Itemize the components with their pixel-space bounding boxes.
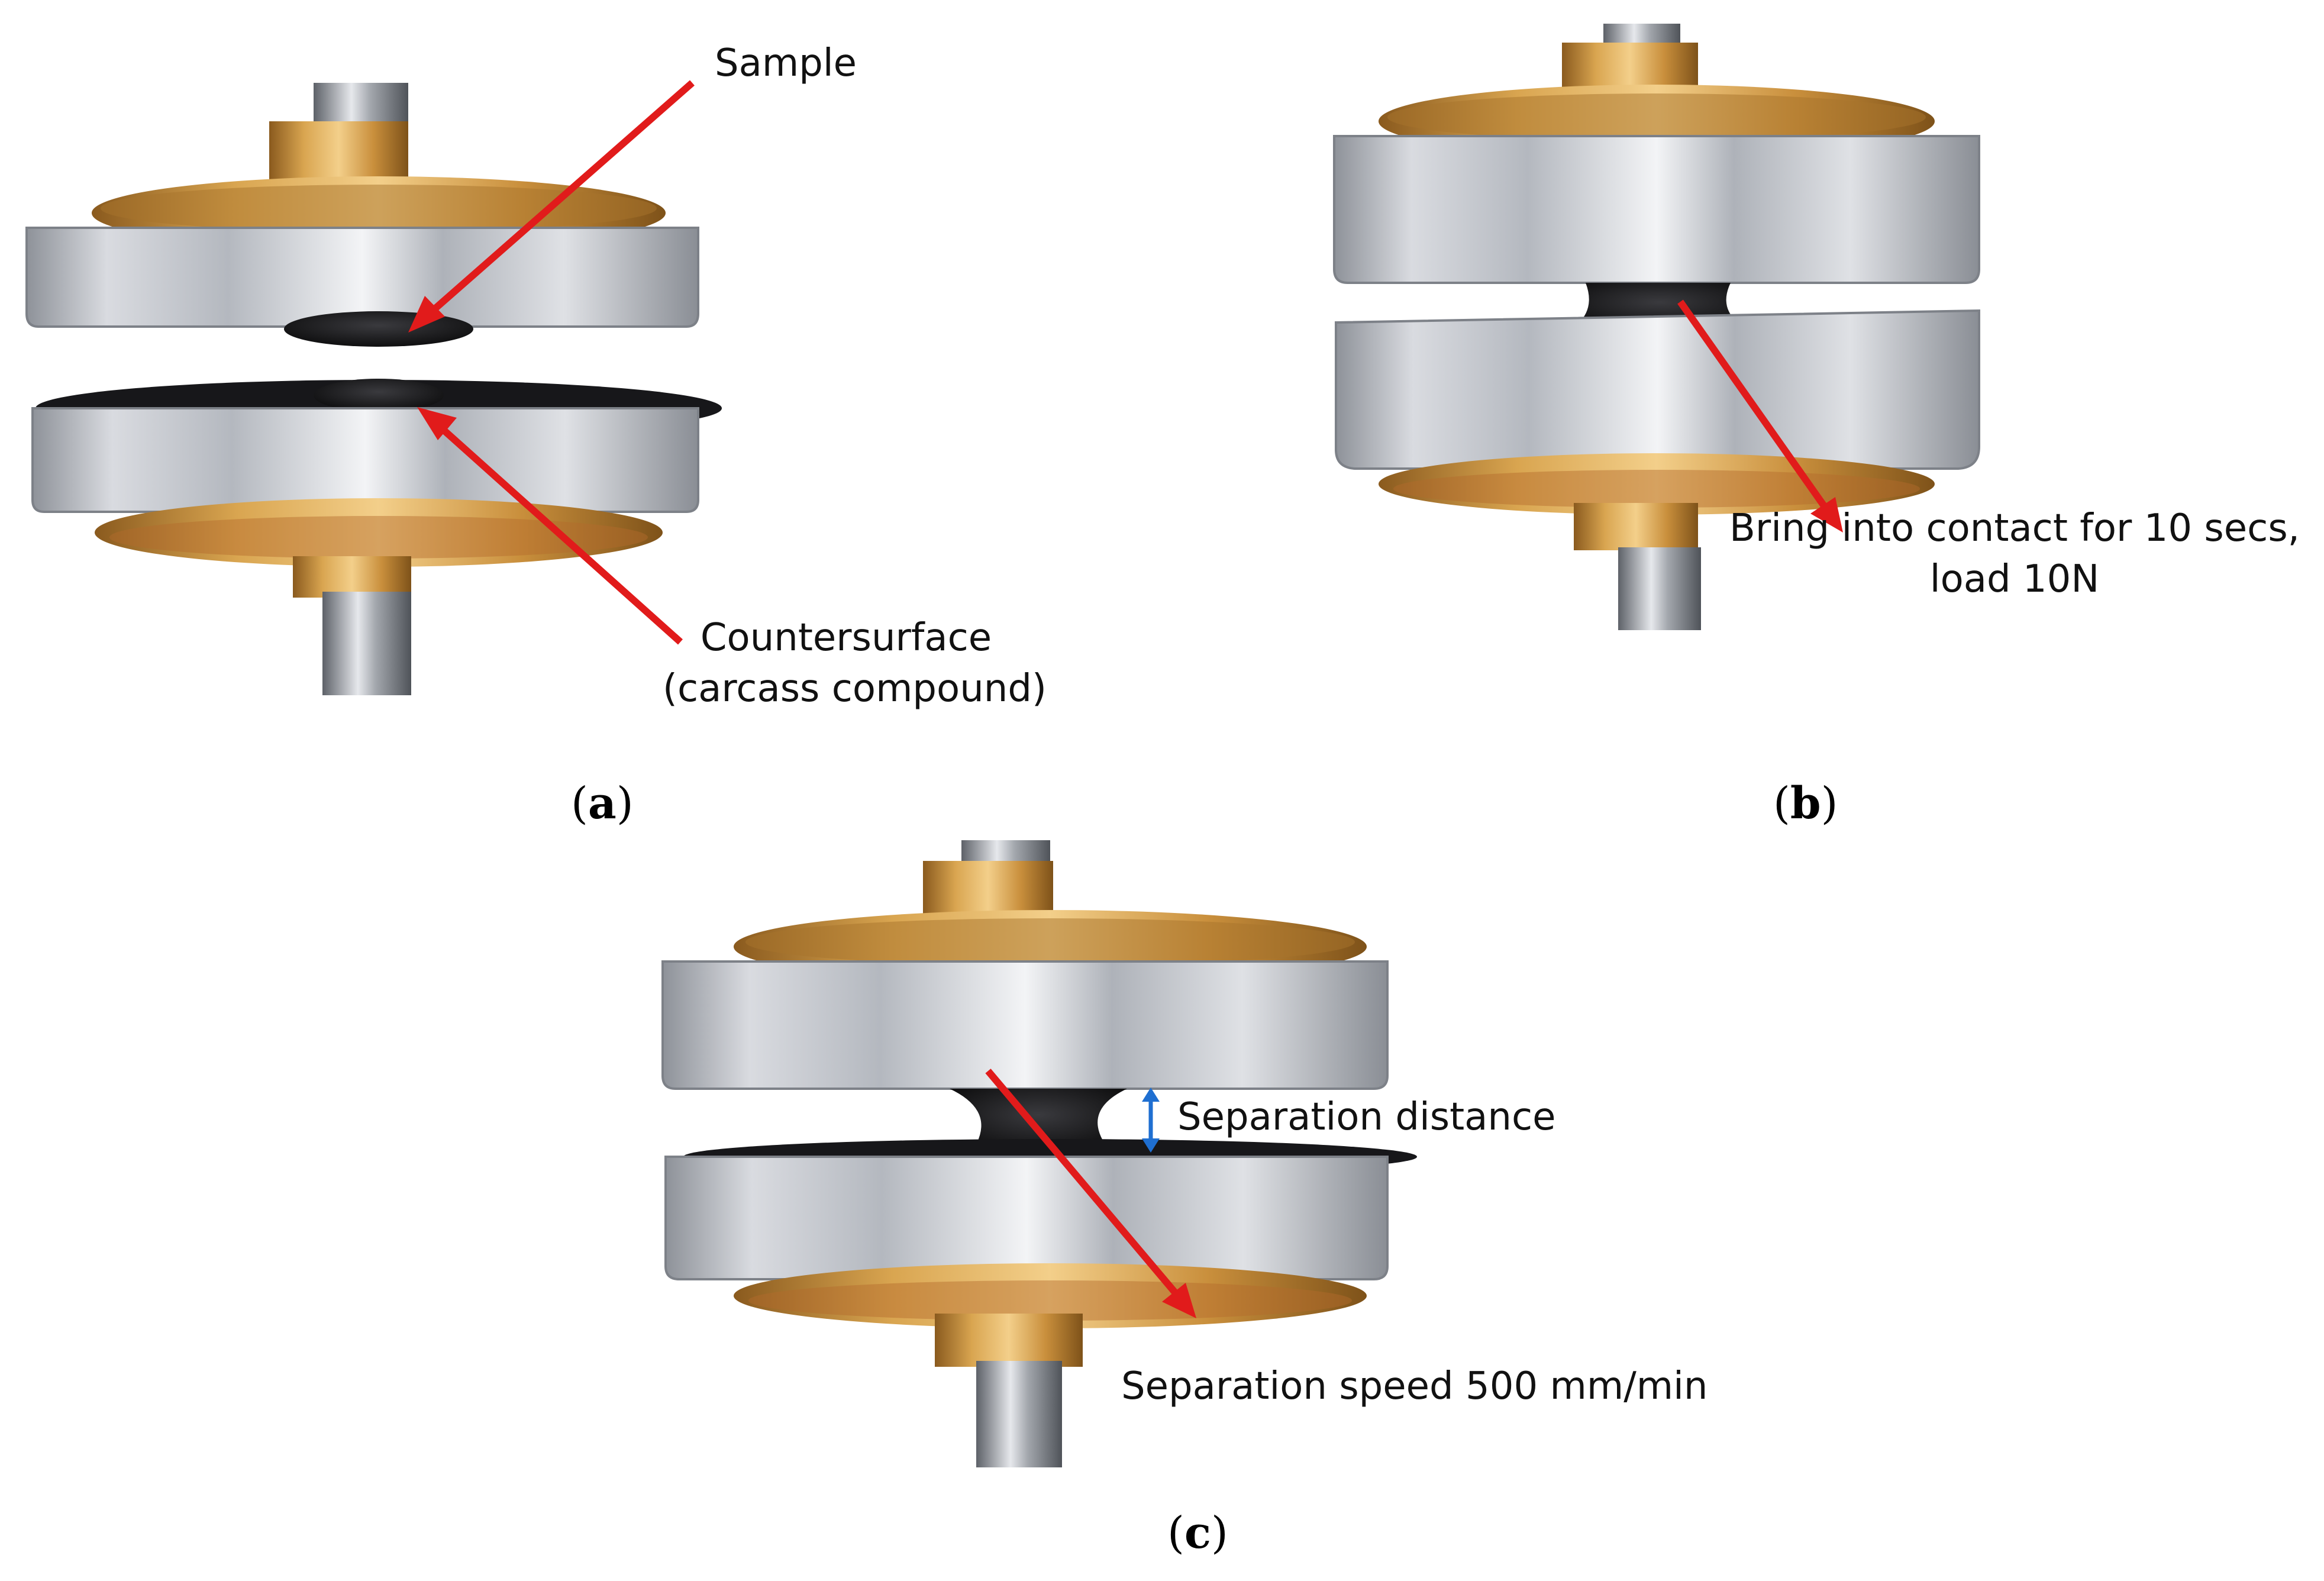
separation-distance-label: Separation distance [1177,1095,1556,1139]
separation-distance-arrow [1142,1088,1160,1153]
panel-a-photo [25,83,722,695]
sample-label: Sample [715,41,857,85]
panel-c-photo [661,840,1417,1467]
caption-a-letter: a [588,778,616,829]
caption-b-letter: b [1790,778,1821,829]
contact-label: Bring into contact for 10 secs, load 10N [1719,503,2310,605]
arrow-contact [1677,299,1843,533]
countersurface-line2: (carcass compound) [663,667,1047,711]
panel-b-photo [1333,24,1980,630]
contact-line2: load 10N [1929,557,2100,601]
arrow-sample [408,80,695,333]
separation-speed-label: Separation speed 500 mm/min [1121,1364,1708,1408]
caption-a: (a) [571,778,634,829]
arrow-countersurface [417,407,683,645]
caption-c: (c) [1167,1508,1228,1559]
countersurface-line1: Countersurface [700,616,992,660]
caption-c-letter: c [1184,1508,1211,1559]
arrow-separation-speed [985,1069,1196,1318]
countersurface-label: Countersurface (carcass compound) [663,612,1047,714]
caption-b: (b) [1773,778,1838,829]
contact-line1: Bring into contact for 10 secs, [1729,506,2300,550]
